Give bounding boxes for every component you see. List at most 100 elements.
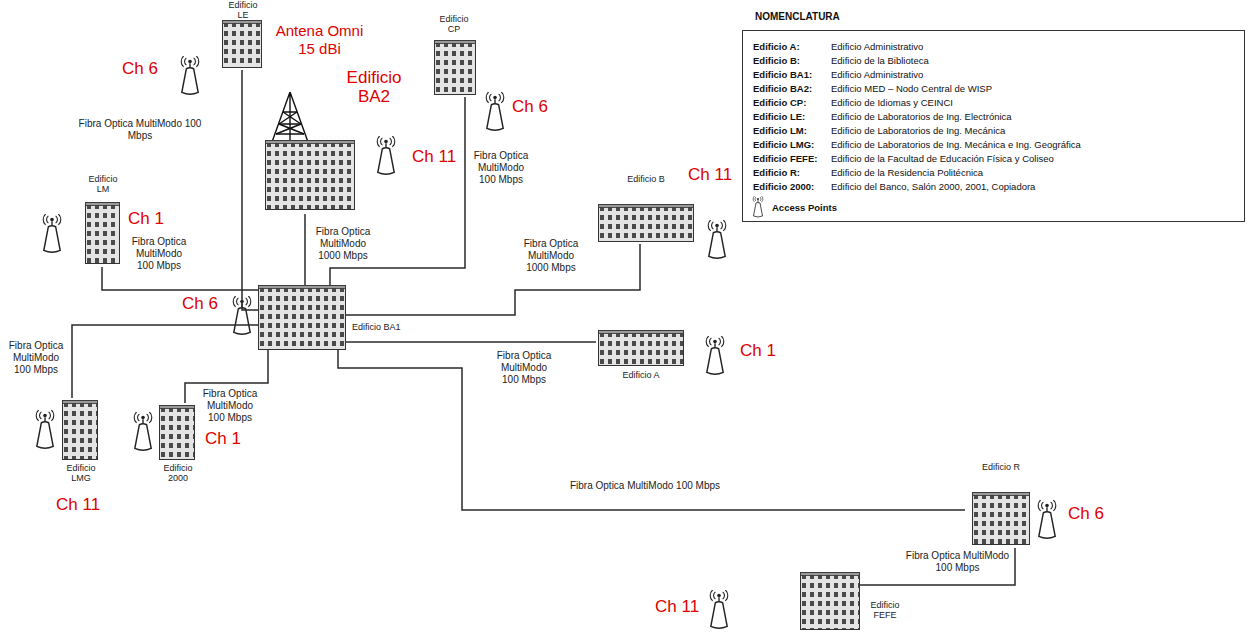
- building-roof: [63, 401, 98, 404]
- link-label: Fibra Optica MultiModo 1000 Mbps: [520, 238, 582, 274]
- building-code: Edificio R:: [753, 167, 800, 179]
- building-icon: [972, 492, 1030, 545]
- building-icon: [434, 40, 476, 95]
- building-icon: [62, 400, 98, 460]
- building-node: Edificio BA1: [258, 285, 346, 350]
- building-name: Edificio A: [622, 370, 660, 380]
- fiber-link: [304, 214, 306, 285]
- fiber-link: [346, 244, 640, 315]
- building-facade: [801, 573, 860, 630]
- link-label: Fibra Optica MultiModo 100 Mbps: [905, 550, 1010, 574]
- building-icon: [265, 140, 355, 210]
- building-facade: [599, 331, 684, 366]
- building-node: Edificio 2000: [155, 403, 200, 493]
- building-node: Edificio B: [596, 172, 696, 244]
- building-node: Edificio FEFE: [800, 572, 860, 630]
- legend-heading: NOMENCLATURA: [755, 11, 840, 23]
- building-node: Edificio CP: [428, 12, 480, 97]
- building-facade: [266, 141, 355, 210]
- building-code: Edificio 2000:: [753, 181, 814, 193]
- building-name: Edificio BA2: [338, 68, 410, 106]
- building-facade: [86, 203, 120, 264]
- building-description: Edificio de la Residencia Politécnica: [831, 167, 983, 179]
- building-description: Edificio de Laboratorios de Ing. Mecánic…: [831, 139, 1081, 151]
- building-node: Edificio LE: [215, 0, 270, 70]
- building-node: Edificio LMG: [58, 398, 103, 493]
- building-name: Edificio LMG: [61, 463, 101, 484]
- channel-label: Ch 6: [1068, 505, 1104, 522]
- link-label: Fibra Optica MultiModo 1000 Mbps: [312, 226, 374, 262]
- building-code: Edificio LE:: [753, 111, 805, 123]
- building-description: Edificio de la Facultad de Educación Fís…: [831, 153, 1054, 165]
- building-code: Edificio LMG:: [753, 139, 814, 151]
- fiber-link: [338, 350, 965, 510]
- link-label: Fibra Optica MultiModo 100 Mbps: [200, 388, 260, 424]
- building-description: Edificio Administrativo: [831, 69, 923, 81]
- building-description: Edificio de la Biblioteca: [831, 55, 929, 67]
- building-node: Edificio A: [596, 328, 686, 400]
- building-roof: [801, 573, 860, 576]
- building-description: Edificio MED – Nodo Central de WISP: [831, 83, 992, 95]
- link-label: Fibra Optica MultiModo 100 Mbps: [493, 350, 555, 386]
- building-facade: [223, 21, 262, 68]
- building-icon: [598, 330, 684, 366]
- building-roof: [160, 406, 195, 409]
- building-code: Edificio FEFE:: [753, 153, 817, 165]
- building-facade: [435, 41, 476, 95]
- building-name: Edificio 2000: [158, 463, 198, 484]
- building-facade: [63, 401, 98, 460]
- link-label: Fibra Optica MultiModo 100 Mbps: [565, 480, 725, 492]
- building-node: Edificio BA2: [258, 68, 410, 214]
- link-label: Fibra Optica MultiModo 100 Mbps: [75, 118, 205, 142]
- fiber-link: [860, 548, 1015, 585]
- channel-label: Ch 11: [56, 496, 100, 513]
- fiber-link: [346, 341, 596, 343]
- antenna-tower: [272, 92, 308, 142]
- channel-label: Ch 1: [128, 210, 164, 227]
- building-code: Edificio CP:: [753, 97, 806, 109]
- channel-label: Ch 6: [182, 295, 218, 312]
- channel-label: Ch 6: [122, 60, 158, 77]
- building-name: Edificio FEFE: [864, 600, 906, 621]
- building-icon: [222, 20, 262, 68]
- building-roof: [435, 41, 476, 44]
- channel-label: Ch 1: [205, 430, 241, 447]
- channel-label: Ch 11: [688, 166, 732, 183]
- link-label: Fibra Optica MultiModo 100 Mbps: [6, 340, 66, 376]
- building-icon: [85, 202, 120, 264]
- building-name: Edificio R: [982, 462, 1020, 472]
- building-description: Edificio de Laboratorios de Ing. Electró…: [831, 111, 1012, 123]
- channel-label: Ch 6: [512, 98, 548, 115]
- building-facade: [259, 286, 346, 350]
- building-icon: [159, 405, 195, 460]
- building-code: Edificio B:: [753, 55, 800, 67]
- building-name: Edificio BA1: [352, 322, 401, 332]
- building-code: Edificio A:: [753, 41, 800, 53]
- building-roof: [599, 331, 684, 334]
- legend-text: Access Points: [772, 202, 837, 213]
- building-name: Edificio CP: [435, 14, 473, 35]
- access-point-symbol: [753, 196, 763, 217]
- building-node: Edificio R: [965, 462, 1037, 548]
- nomenclature-box: NOMENCLATURAEdificio A:Edificio Administ…: [742, 30, 1245, 222]
- channel-label: Ch 11: [655, 598, 699, 615]
- building-roof: [973, 493, 1030, 496]
- building-name: Edificio B: [627, 174, 665, 184]
- building-roof: [223, 21, 262, 24]
- legend-symbol: [752, 196, 764, 218]
- building-roof: [259, 286, 346, 289]
- building-icon: [258, 285, 346, 350]
- building-description: Edificio de Idiomas y CEINCI: [831, 97, 953, 109]
- building-name: Edificio LM: [83, 174, 123, 195]
- building-roof: [86, 203, 120, 206]
- antenna-label: Antena Omni 15 dBi: [272, 22, 367, 58]
- building-code: Edificio BA1:: [753, 69, 812, 81]
- building-roof: [266, 141, 355, 144]
- building-node: Edificio LM: [80, 172, 125, 267]
- channel-label: Ch 1: [740, 342, 776, 359]
- link-label: Fibra Optica MultiModo 100 Mbps: [470, 150, 532, 186]
- channel-label: Ch 11: [412, 148, 456, 165]
- building-icon: [598, 204, 694, 242]
- building-code: Edificio LM:: [753, 125, 807, 137]
